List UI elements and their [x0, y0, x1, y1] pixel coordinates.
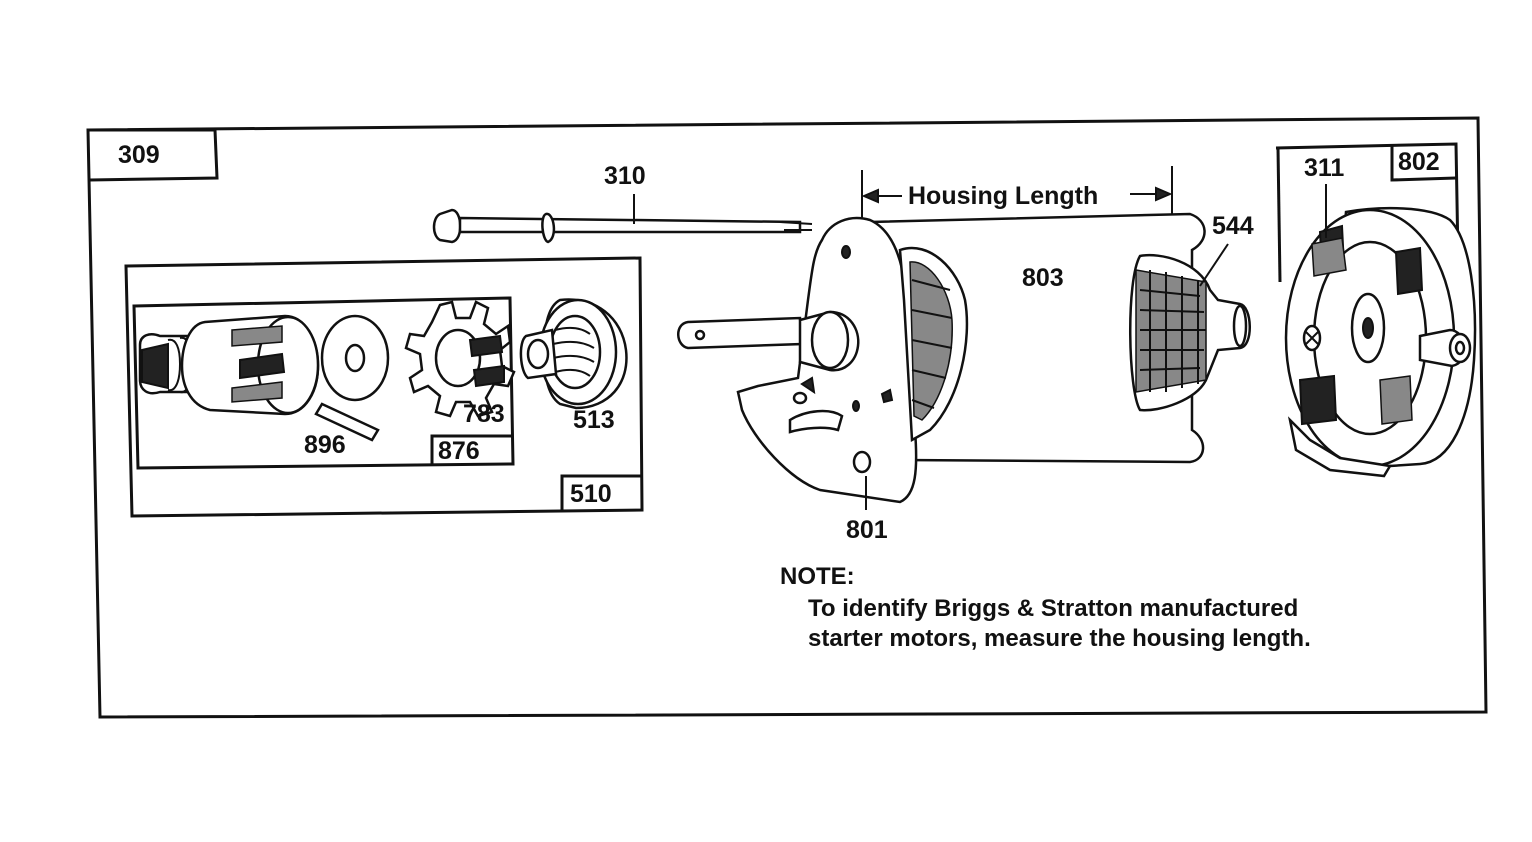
armature [1129, 253, 1251, 412]
clutch-assembly [138, 314, 320, 416]
pin [314, 402, 380, 442]
label-309: 309 [118, 141, 160, 169]
box-876-frame [132, 296, 515, 470]
box-510-tag [560, 474, 642, 510]
note-line-1: To identify Briggs & Stratton manufactur… [808, 595, 1298, 622]
box-309 [88, 128, 219, 182]
label-896: 896 [304, 431, 346, 459]
label-802: 802 [1398, 148, 1440, 176]
note-title: NOTE: [780, 563, 855, 590]
note-line-2: starter motors, measure the housing leng… [808, 625, 1311, 652]
housing [677, 212, 1206, 504]
housing-length-dimension [861, 166, 1173, 222]
through-bolt [432, 208, 813, 244]
box-802-tag [1276, 147, 1282, 283]
label-801: 801 [846, 516, 888, 544]
box-510-frame [124, 256, 644, 518]
washer [320, 314, 390, 402]
label-544: 544 [1212, 212, 1254, 240]
outer-frame [86, 116, 1488, 719]
label-783: 783 [463, 400, 505, 428]
label-housing-length: Housing Length [908, 182, 1098, 210]
box-876-tag [430, 434, 513, 464]
label-803: 803 [1022, 264, 1064, 292]
label-513: 513 [573, 406, 615, 434]
label-311: 311 [1304, 154, 1344, 182]
box-802-frame [1275, 142, 1460, 259]
end-cap [1284, 206, 1477, 478]
leader-544 [1199, 243, 1229, 287]
drive-nut [519, 298, 628, 410]
label-310: 310 [604, 162, 646, 190]
gear [404, 300, 516, 418]
label-510: 510 [570, 480, 612, 508]
box-802-label-box [1390, 146, 1457, 182]
label-876: 876 [438, 437, 480, 465]
